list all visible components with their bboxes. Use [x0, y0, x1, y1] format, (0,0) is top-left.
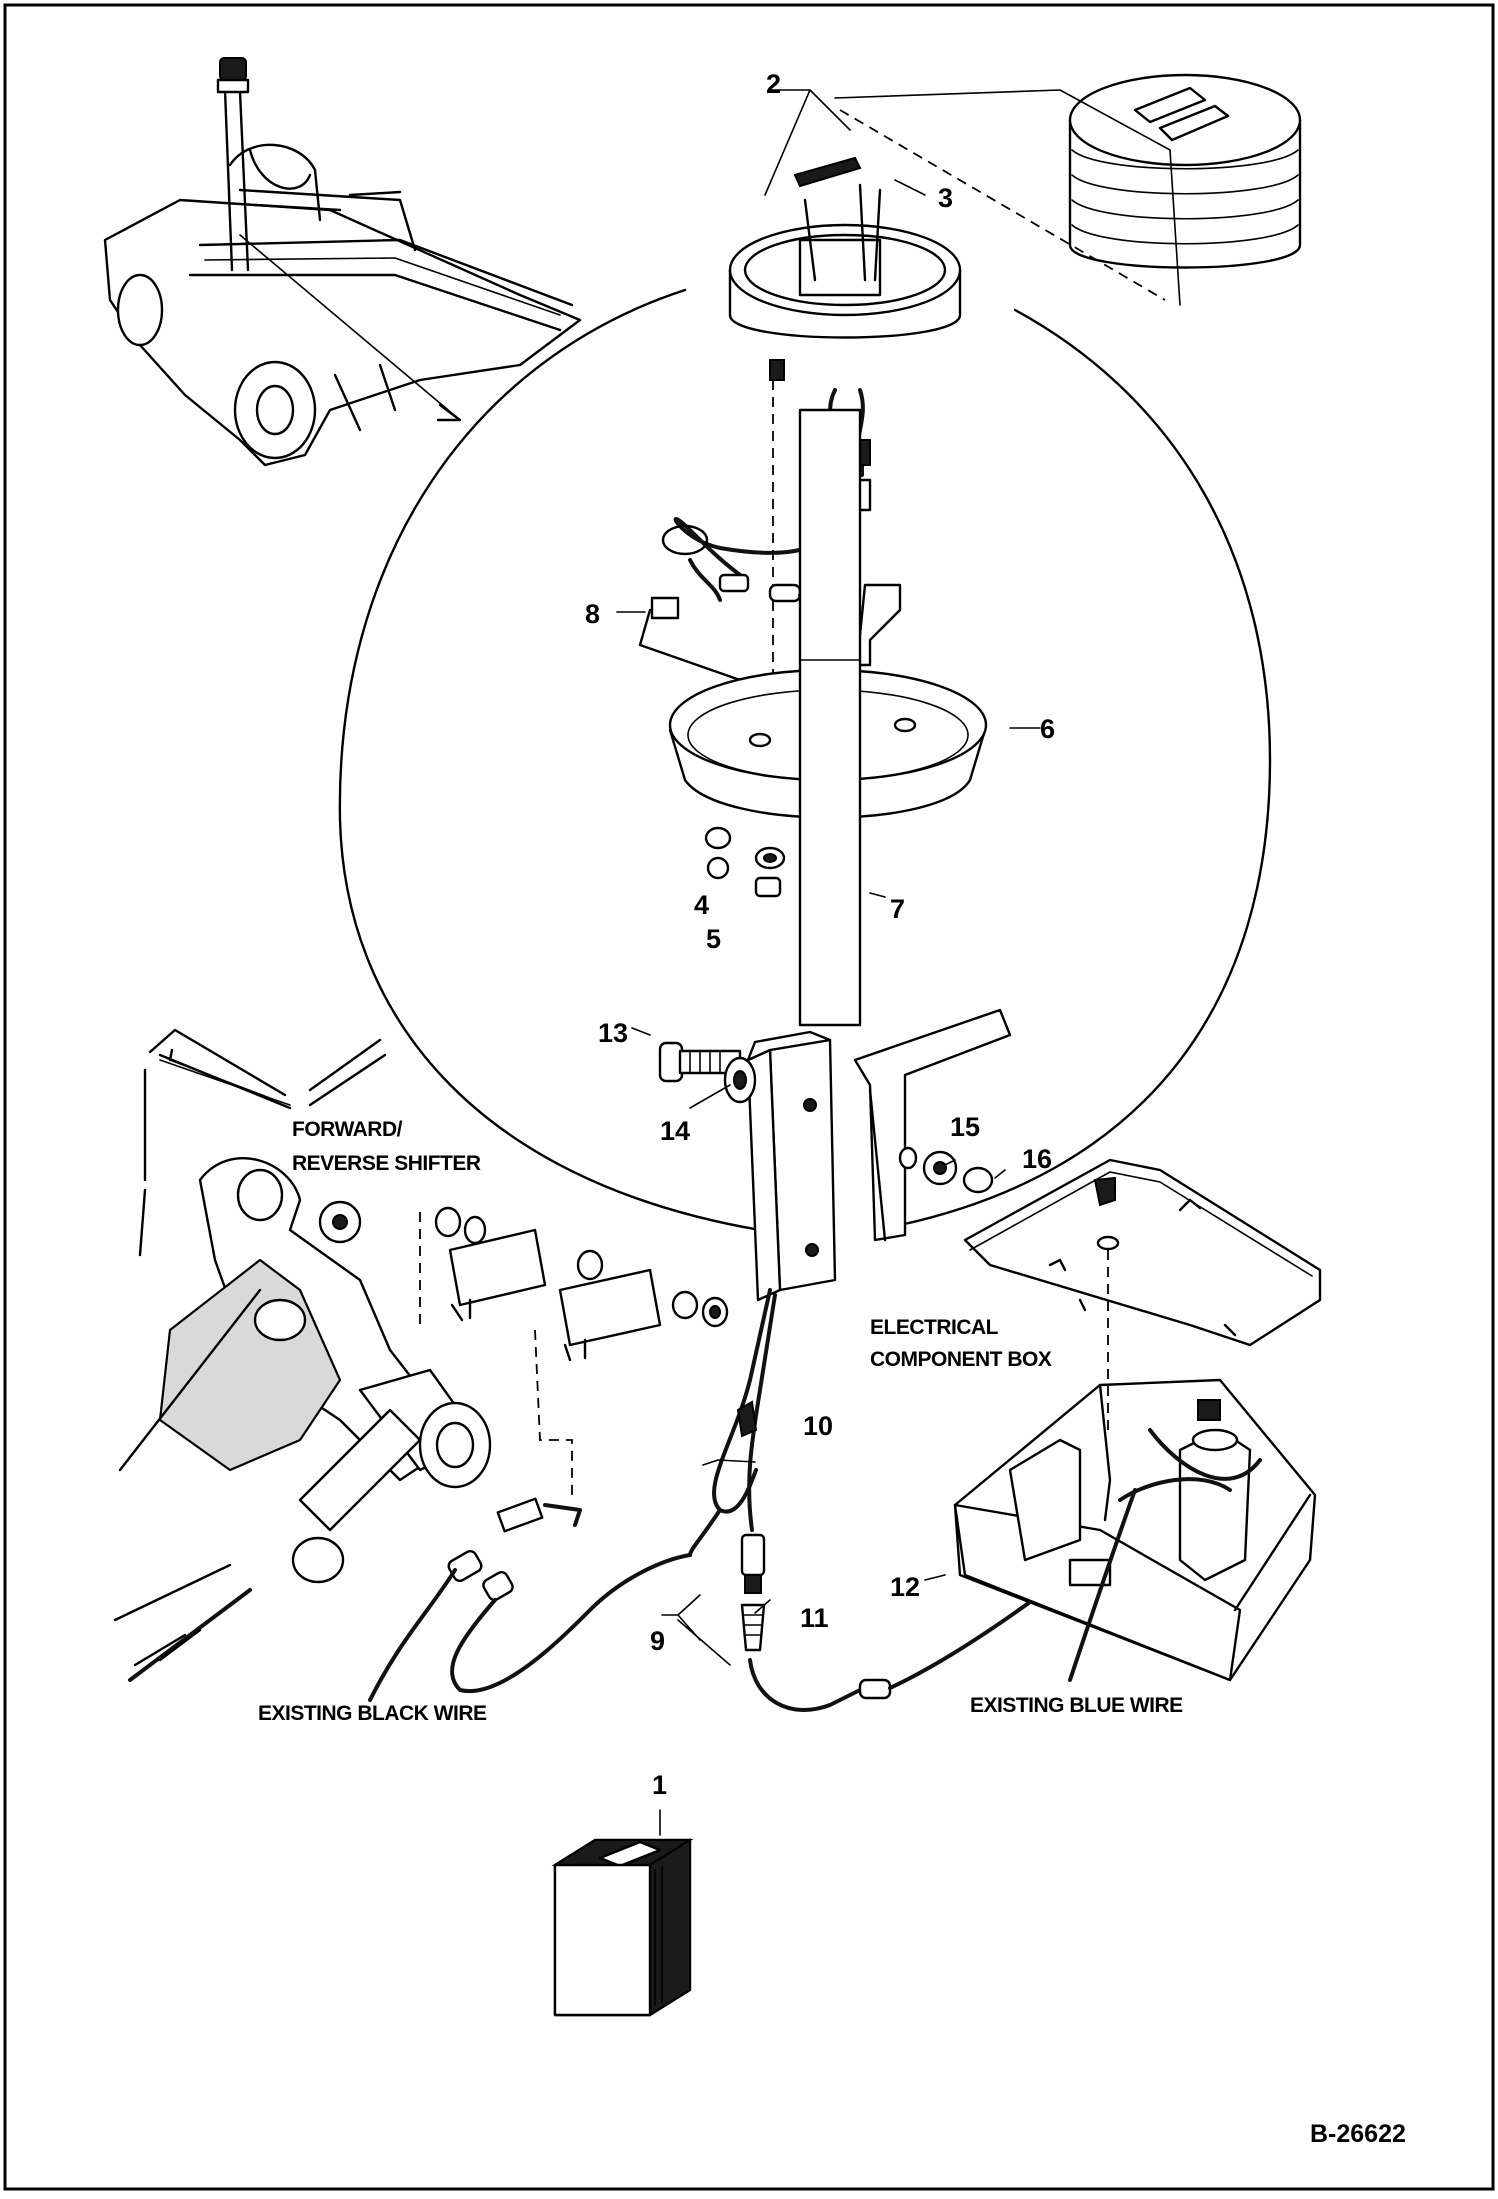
caption-component-box-line-2: COMPONENT BOX	[870, 1348, 1052, 1371]
callout-4: 4	[694, 890, 709, 920]
detail-circle-left	[338, 288, 762, 1232]
lamp-base	[728, 156, 962, 381]
component-box	[953, 1158, 1322, 1682]
drawing-number: B-26622	[1310, 2120, 1406, 2148]
callout-16: 16	[1022, 1144, 1052, 1174]
callout-3: 3	[938, 183, 953, 213]
vehicle-illustration	[103, 57, 582, 467]
cap-alignment	[839, 109, 1166, 301]
cap-leader	[834, 89, 1181, 306]
blue-wire	[1068, 1488, 1137, 1682]
callout-13: 13	[598, 1018, 628, 1048]
callout-15: 15	[950, 1112, 980, 1142]
micro-switches	[434, 1206, 729, 1362]
callout-10: 10	[803, 1411, 833, 1441]
caption-shifter-line-1: FORWARD/	[292, 1118, 403, 1141]
callout-1: 1	[652, 1770, 667, 1800]
callout-9: 9	[650, 1626, 665, 1656]
callout-2: 2	[766, 69, 781, 99]
callout-7: 7	[890, 894, 905, 924]
captions: FORWARD/ REVERSE SHIFTER ELECTRICAL COMP…	[258, 1118, 1406, 2148]
mast-tube	[798, 408, 862, 1027]
caption-black-wire: EXISTING BLACK WIRE	[258, 1702, 487, 1725]
page-border	[3, 3, 1495, 2191]
callout-14: 14	[660, 1116, 690, 1146]
callout-numbers: 1 2 3 4 5 6 7 8 9 10 11 12 13 14 15 16	[585, 69, 1055, 1800]
caption-blue-wire: EXISTING BLUE WIRE	[970, 1694, 1183, 1717]
callout-8: 8	[585, 599, 600, 629]
callout-6: 6	[1040, 714, 1055, 744]
callout-11: 11	[800, 1603, 829, 1633]
harness-wire-9	[450, 1553, 692, 1694]
mount-bracket	[746, 1030, 837, 1302]
callout-leaders	[616, 89, 1041, 1836]
black-wire	[368, 1568, 457, 1702]
detail-circle-right	[898, 308, 1272, 1227]
callout-12: 12	[890, 1572, 920, 1602]
callout-5: 5	[706, 924, 721, 954]
shifter-assembly	[113, 1028, 492, 1682]
harness-route	[534, 1329, 573, 1500]
caption-component-box-line-1: ELECTRICAL	[870, 1316, 999, 1339]
lens-cap	[1068, 73, 1302, 269]
connector-terminal	[543, 1503, 582, 1527]
caption-shifter-line-2: REVERSE SHIFTER	[292, 1152, 481, 1175]
kit-box	[551, 1838, 694, 2017]
